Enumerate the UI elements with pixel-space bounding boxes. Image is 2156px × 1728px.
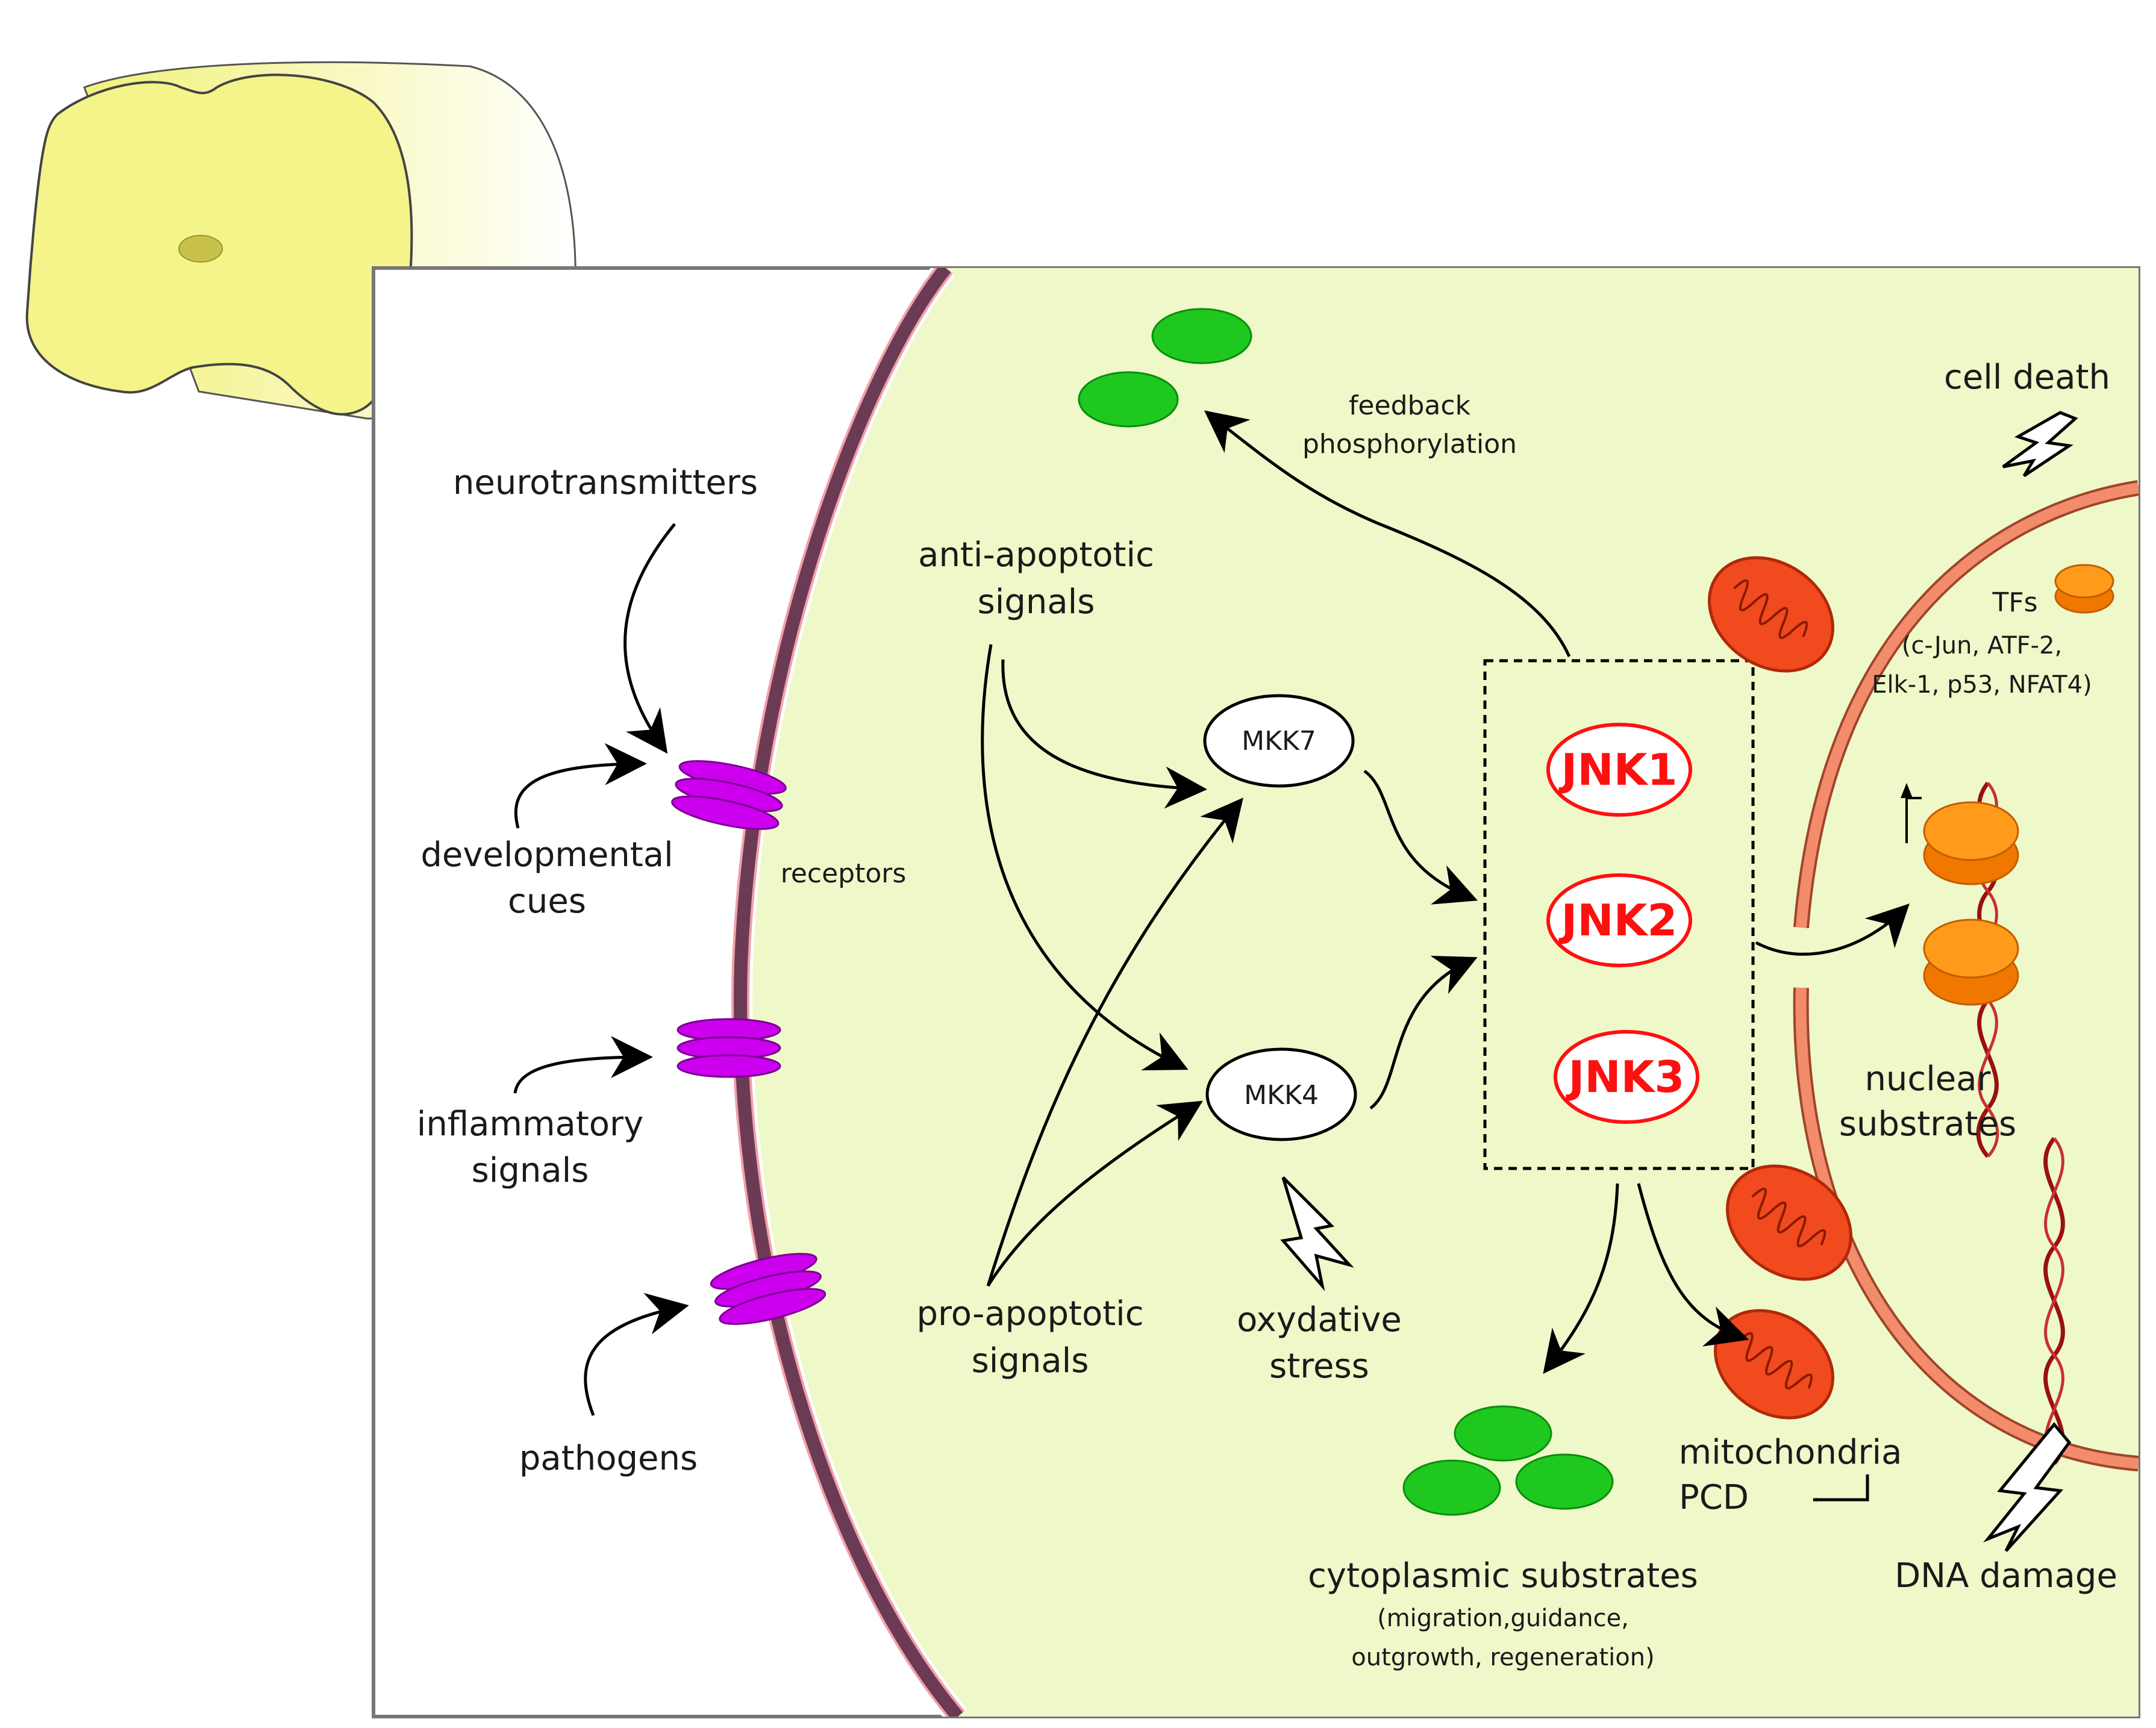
- mkk7-label: MKK7: [1242, 726, 1316, 756]
- label-pro-apoptotic: pro-apoptotic: [916, 1294, 1143, 1333]
- receptor-middle: [676, 1018, 781, 1078]
- spinal-cord-illustration: [25, 61, 576, 420]
- arrow-pcd: [1812, 1474, 1869, 1502]
- label-cyto-detail-1: (migration,guidance,: [1377, 1605, 1629, 1632]
- arrow-pathogens: [584, 1293, 689, 1416]
- label-anti-apoptotic-signals: signals: [978, 582, 1095, 622]
- oxidative-stress-bolt-icon: [1280, 1176, 1354, 1291]
- jnk1-node: JNK1: [1546, 723, 1692, 817]
- dna-with-tfs-icon: [1901, 781, 2019, 1158]
- label-substrates: substrates: [1839, 1105, 2016, 1144]
- label-developmental: developmental: [420, 835, 673, 875]
- label-pathogens: pathogens: [519, 1439, 698, 1478]
- tf-icon: [2054, 564, 2114, 614]
- label-inflammatory-signals: signals: [472, 1151, 589, 1190]
- arrow-pro-to-mkk7: [986, 797, 1243, 1287]
- mitochondrion-middle: [1726, 1164, 1852, 1281]
- arrow-jnk-to-mitochondria: [1637, 1183, 1749, 1347]
- jnk2-label: JNK2: [1558, 895, 1678, 946]
- jnk3-node: JNK3: [1554, 1030, 1699, 1124]
- arrow-mkk4-to-jnk: [1369, 955, 1478, 1110]
- label-receptors: receptors: [781, 858, 907, 889]
- label-neurotransmitters: neurotransmitters: [453, 463, 758, 502]
- label-inflammatory: inflammatory: [417, 1105, 643, 1144]
- label-tfs: TFs: [1992, 587, 2037, 618]
- mkk4-label: MKK4: [1244, 1080, 1319, 1111]
- label-cyto-detail-2: outgrowth, regeneration): [1351, 1644, 1654, 1671]
- receptor-bottom: [710, 1253, 826, 1325]
- dna-helix-icon: [2043, 1137, 2065, 1465]
- mkk4-node: MKK4: [1205, 1047, 1357, 1141]
- arrow-feedback: [1204, 410, 1571, 658]
- arrow-anti-to-mkk4: [981, 644, 1189, 1071]
- cytoplasmic-substrates-icon: [1402, 1405, 1614, 1516]
- label-oxydative: oxydative: [1237, 1300, 1402, 1340]
- label-cell-death: cell death: [1944, 358, 2110, 397]
- jnk2-node: JNK2: [1546, 873, 1692, 967]
- mkk7-node: MKK7: [1203, 694, 1355, 788]
- feedback-substrates: [1078, 308, 1252, 428]
- receptor-top: [671, 760, 787, 830]
- central-canal: [178, 235, 223, 263]
- arrow-anti-to-mkk7: [1001, 659, 1207, 809]
- label-nuclear: nuclear: [1864, 1059, 1991, 1099]
- arrow-mkk7-to-jnk: [1363, 769, 1478, 905]
- label-tfs-list-1: (c-Jun, ATF-2,: [1902, 632, 2062, 660]
- label-tfs-list-2: Elk-1, p53, NFAT4): [1872, 671, 2092, 699]
- label-pcd: PCD: [1679, 1478, 1749, 1517]
- dna-damage-bolt-icon: [1983, 1422, 2072, 1552]
- jnk3-label: JNK3: [1566, 1052, 1685, 1102]
- label-anti-apoptotic: anti-apoptotic: [918, 535, 1154, 575]
- label-pro-apoptotic-signals: signals: [972, 1341, 1089, 1380]
- label-stress: stress: [1269, 1347, 1369, 1386]
- cell-death-bolt-icon: [2002, 411, 2078, 478]
- arrow-pro-to-mkk4: [986, 1100, 1203, 1287]
- label-feedback: feedback: [1349, 390, 1471, 421]
- label-phosphorylation: phosphorylation: [1302, 429, 1517, 460]
- label-cues: cues: [508, 882, 586, 921]
- label-cytoplasmic-substrates: cytoplasmic substrates: [1308, 1556, 1698, 1595]
- arrow-inflammatory: [513, 1036, 653, 1094]
- arrow-neurotransmitters: [623, 523, 676, 754]
- label-dna-damage: DNA damage: [1895, 1556, 2117, 1595]
- jnk-group-box: [1483, 659, 1755, 1170]
- jnk1-label: JNK1: [1558, 744, 1678, 795]
- arrow-developmental: [514, 743, 647, 829]
- arrow-jnk-to-cytoplasmic: [1543, 1183, 1619, 1374]
- arrow-jnk-to-nucleus: [1755, 903, 1910, 956]
- label-mitochondria: mitochondria: [1679, 1433, 1902, 1472]
- mitochondrion-top: [1708, 556, 1834, 673]
